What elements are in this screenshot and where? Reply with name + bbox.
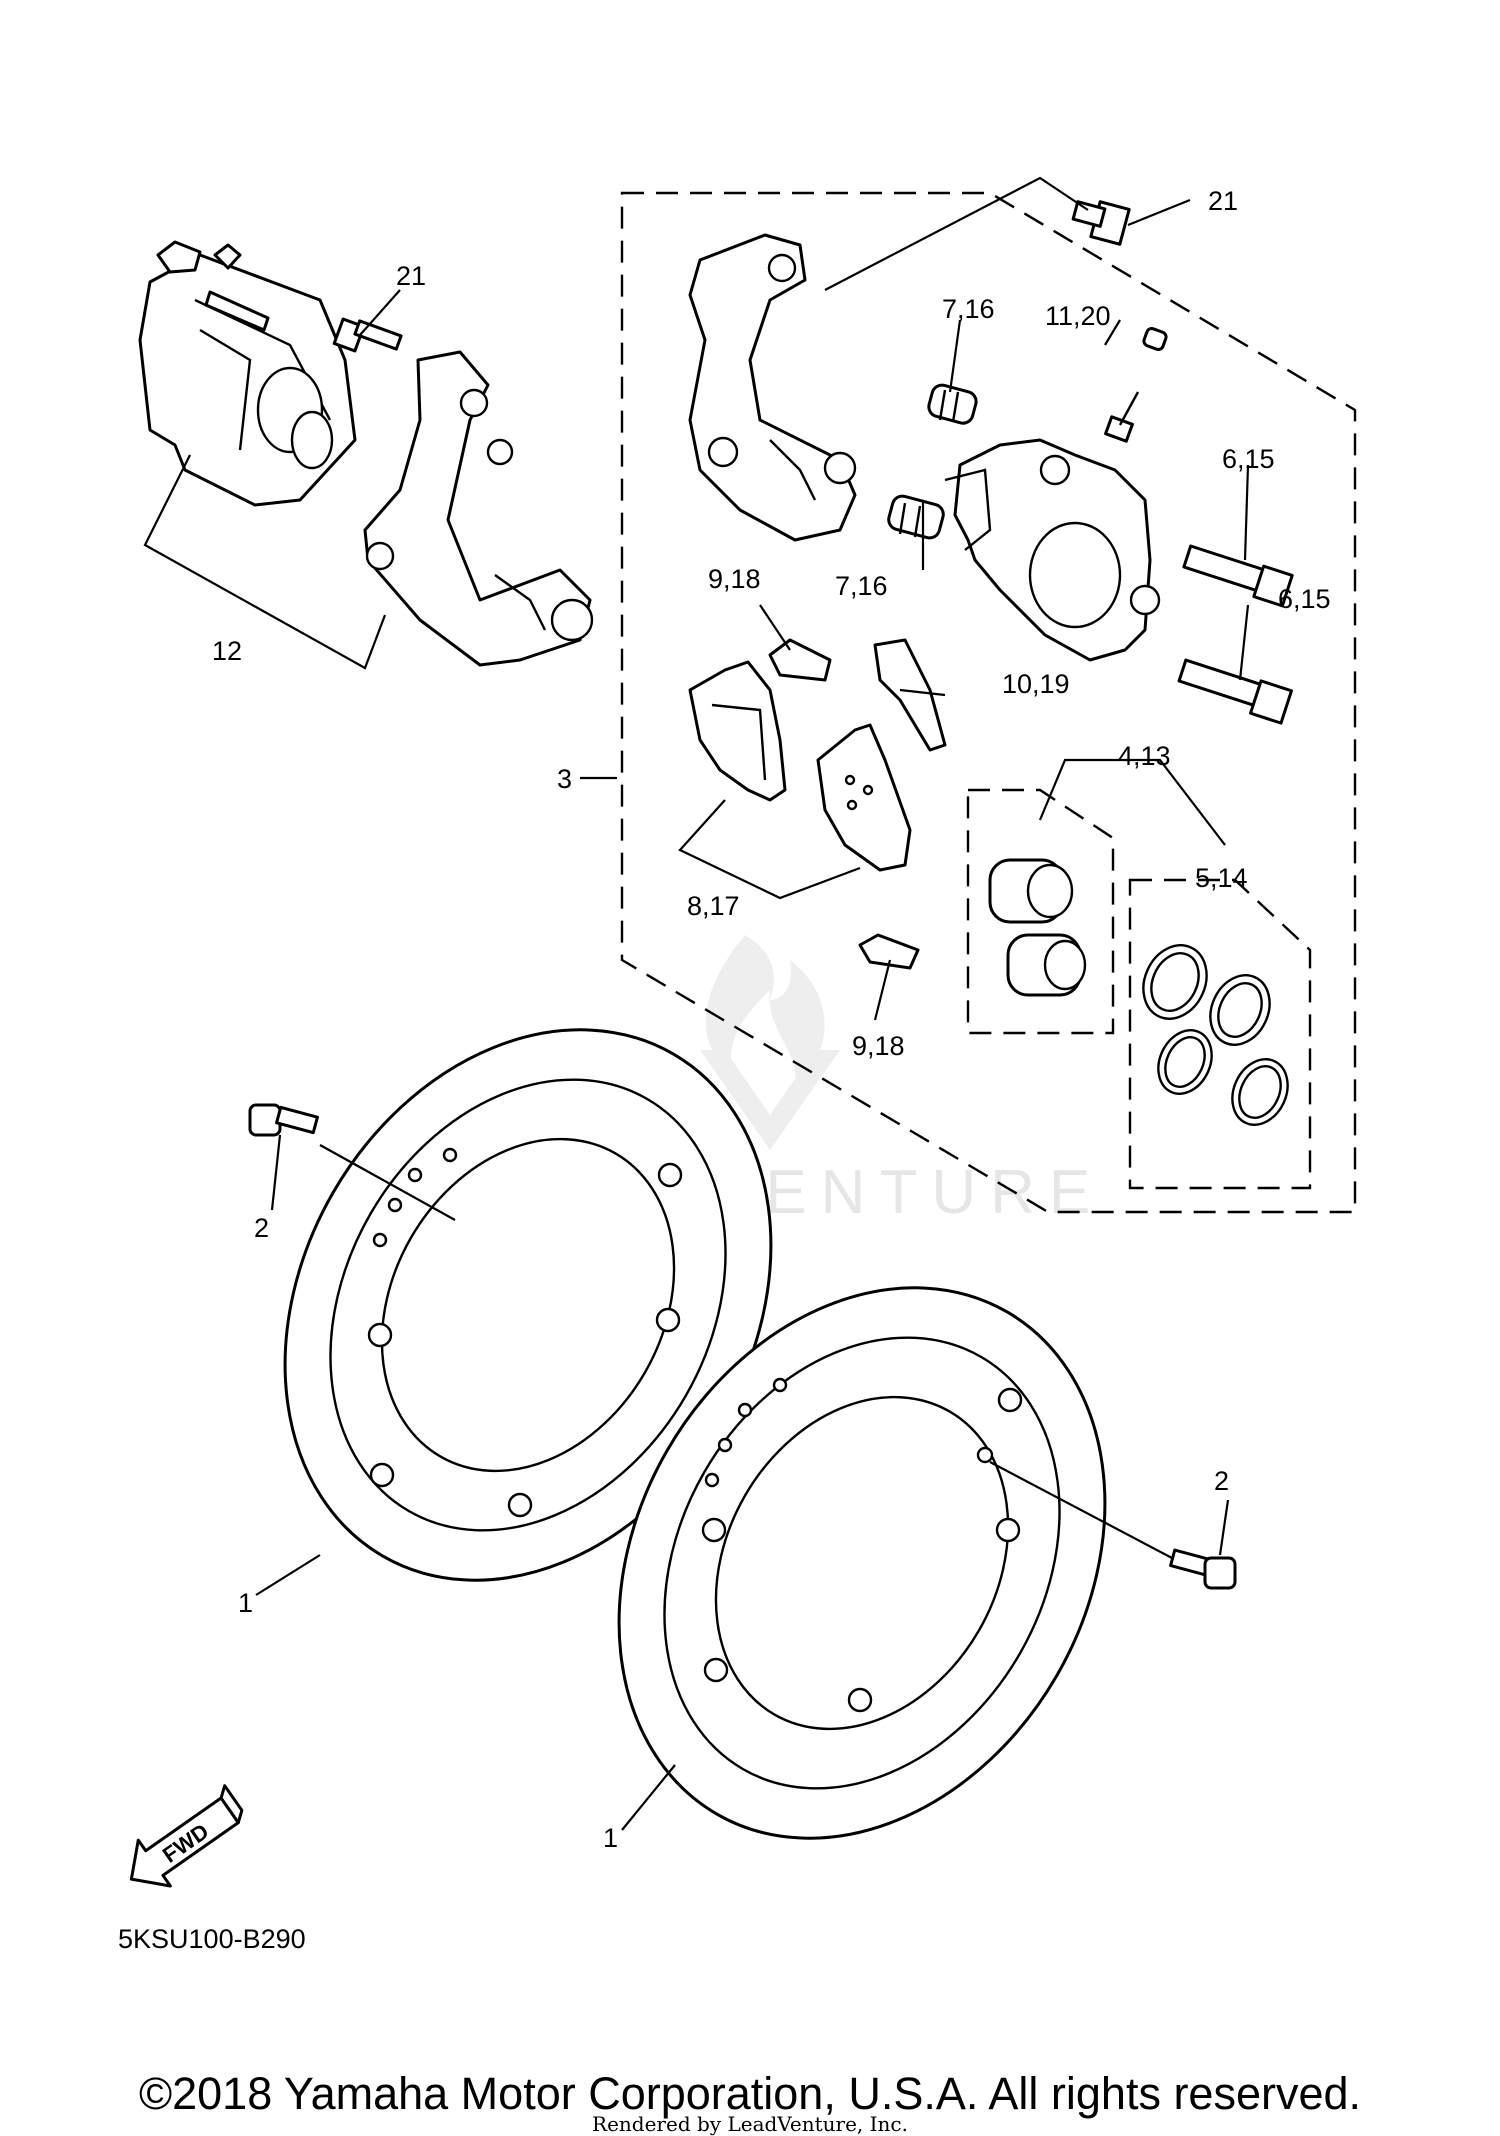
callout-6-15-top: 6,15 (1222, 444, 1275, 474)
fwd-arrow-icon: FWD (129, 1784, 244, 1888)
callout-21-right: 21 (1208, 186, 1238, 216)
pin-6-15-lower (1177, 658, 1293, 725)
callout-3: 3 (557, 764, 572, 794)
bolt-21-right (1071, 200, 1131, 246)
callout-5-14: 5,14 (1195, 863, 1248, 893)
callout-8-17: 8,17 (687, 891, 740, 921)
caliper-assembly (138, 240, 357, 507)
disc-bolt-2-left (248, 1103, 319, 1137)
callout-1-bottom: 1 (603, 1823, 618, 1853)
brake-pad-front (688, 660, 787, 802)
leader-lines (143, 176, 1250, 1831)
piston-lower (1006, 933, 1087, 997)
callout-2-right: 2 (1214, 1466, 1229, 1496)
brake-disc-right (617, 1286, 1107, 1840)
piston-seals (1142, 944, 1289, 1126)
caliper-kit-outline (620, 191, 1357, 1214)
boot-7-16-upper (927, 383, 978, 425)
callout-12: 12 (212, 636, 242, 666)
callout-6-15-bottom: 6,15 (1278, 584, 1331, 614)
callout-7-16-bottom: 7,16 (835, 571, 888, 601)
piston-kit-outline (966, 788, 1115, 1035)
disc-bolt-2-right (1169, 1548, 1237, 1590)
callout-4-13: 4,13 (1118, 741, 1171, 771)
bolt-21-left (332, 317, 403, 353)
caliper-body (944, 438, 1161, 662)
pin-6-15-upper (1182, 544, 1294, 608)
bleeder-valve (1104, 327, 1168, 443)
pad-spring-10-19 (873, 638, 947, 752)
seal-kit-outline (1128, 878, 1312, 1190)
callout-2-left: 2 (254, 1213, 269, 1243)
pad-clip-9-18-lower (858, 933, 920, 970)
diagram-code: 5KSU100-B290 (118, 1924, 306, 1954)
copyright-notice: ©2018 Yamaha Motor Corporation, U.S.A. A… (138, 2068, 1362, 2119)
callout-10-19: 10,19 (1002, 669, 1070, 699)
callout-11-20: 11,20 (1045, 301, 1111, 331)
rendered-by-notice: Rendered by LeadVenture, Inc. (592, 2112, 908, 2136)
caliper-bracket-right (688, 233, 857, 542)
callout-21-left: 21 (396, 261, 426, 291)
callout-1-left: 1 (238, 1588, 253, 1618)
callout-9-18-bottom: 9,18 (852, 1031, 905, 1061)
boot-7-16-lower (887, 494, 945, 540)
pad-clip-9-18-upper (768, 638, 832, 682)
piston-upper (988, 858, 1074, 924)
callout-9-18-top: 9,18 (708, 564, 761, 594)
callout-7-16-top: 7,16 (942, 294, 995, 324)
caliper-bracket-left (363, 350, 594, 667)
callout-labels: 21 12 3 21 7,16 11,20 6,15 7,16 6,15 9,1… (212, 186, 1331, 1853)
brake-pad-rear (816, 723, 912, 872)
